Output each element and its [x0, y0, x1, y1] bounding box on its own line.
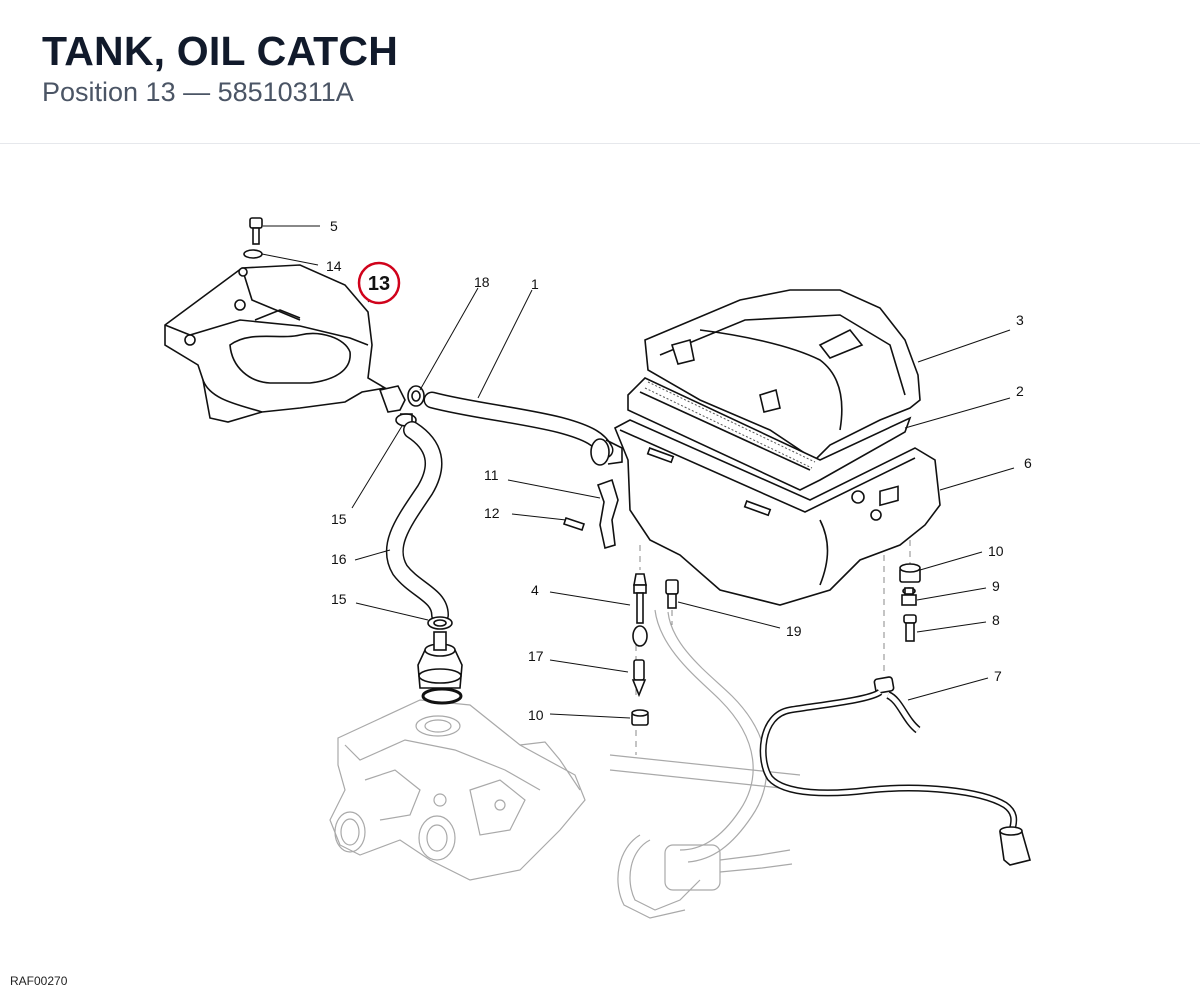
- tank-outlet-elbow: [378, 385, 406, 413]
- callout-16: 16: [331, 551, 347, 567]
- callout-2: 2: [1016, 383, 1024, 399]
- air-filter-2: [627, 377, 912, 491]
- clip-11: [596, 478, 619, 550]
- callout-labels: 5 14 18 1 3 2 6 11 12 15 16 15 4 19 17 1…: [326, 218, 1032, 723]
- callout-10-right: 10: [988, 543, 1004, 559]
- hose-1-end-fitting: [590, 438, 623, 466]
- callout-19: 19: [786, 623, 802, 639]
- airbox-cover-3: [644, 289, 921, 462]
- callout-12: 12: [484, 505, 500, 521]
- bolt-5: [249, 217, 263, 245]
- stud-4: [632, 573, 648, 647]
- drawing-code: RAF00270: [10, 974, 68, 988]
- ghost-engine-block: [329, 699, 586, 881]
- exploded-parts-diagram: 13 5 14 18 1 3 2 6 11 12 15 16 15 4 19 1…: [164, 217, 1032, 919]
- bolt-8: [903, 614, 917, 642]
- callout-14: 14: [326, 258, 342, 274]
- airbox-base-6: [613, 419, 941, 606]
- page-subtitle: Position 13 — 58510311A: [42, 77, 354, 107]
- spacer-9: [901, 587, 917, 606]
- callout-11: 11: [484, 467, 499, 483]
- callout-7: 7: [994, 668, 1002, 684]
- callout-6: 6: [1024, 455, 1032, 471]
- highlight-callout-13[interactable]: 13: [357, 261, 401, 305]
- callout-18: 18: [474, 274, 490, 290]
- callout-5: 5: [330, 218, 338, 234]
- clamp-15-lower: [427, 616, 453, 630]
- callout-15-lower: 15: [331, 591, 347, 607]
- callout-9: 9: [992, 578, 1000, 594]
- pin-17: [631, 659, 647, 698]
- page-title: TANK, OIL CATCH: [42, 28, 399, 74]
- drain-hose-7: [759, 676, 1031, 866]
- ghost-pipes: [609, 609, 801, 919]
- clamp-18: [407, 385, 425, 407]
- callout-4: 4: [531, 582, 539, 598]
- callout-17: 17: [528, 648, 544, 664]
- callout-1: 1: [531, 276, 539, 292]
- washer-14: [243, 249, 263, 259]
- callout-3: 3: [1016, 312, 1024, 328]
- callout-10-lower: 10: [528, 707, 544, 723]
- pin-19: [665, 579, 679, 609]
- grommet-10-right: [899, 563, 921, 583]
- header: TANK, OIL CATCH Position 13 — 58510311A: [0, 0, 1200, 144]
- pin-12: [562, 516, 586, 532]
- oil-catch-tank: [164, 264, 388, 423]
- o-ring: [421, 687, 463, 705]
- callout-15-upper: 15: [331, 511, 347, 527]
- callout-8: 8: [992, 612, 1000, 628]
- svg-text:13: 13: [368, 273, 390, 295]
- grommet-10-lower: [631, 709, 649, 726]
- breather-fitting: [417, 631, 463, 689]
